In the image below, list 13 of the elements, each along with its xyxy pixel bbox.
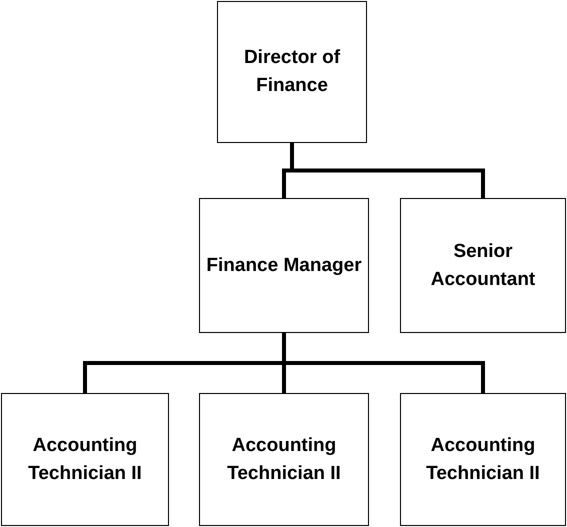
job-title: Finance Manager xyxy=(206,254,362,278)
position-box xyxy=(217,1,367,143)
job-title: Senior Accountant xyxy=(430,240,536,292)
job-title: Accounting Technician II xyxy=(226,434,342,486)
position-box xyxy=(199,393,369,526)
position-box xyxy=(199,198,369,333)
job-title: Accounting Technician II xyxy=(27,434,143,486)
position-box xyxy=(1,393,169,526)
position-box xyxy=(400,393,566,526)
connector-line xyxy=(282,333,485,393)
position-box xyxy=(400,198,566,333)
job-title: Director of Finance xyxy=(242,46,342,98)
job-title: Accounting Technician II xyxy=(425,434,541,486)
